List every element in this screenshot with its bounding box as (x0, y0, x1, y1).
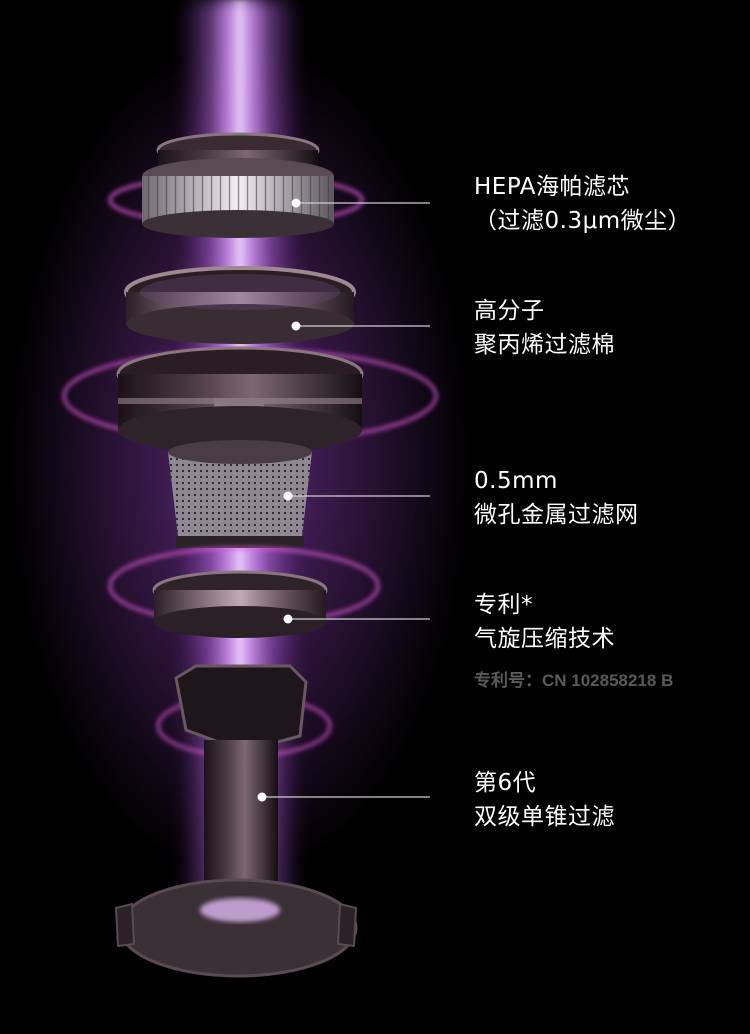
callout-hepa-title: HEPA海帕滤芯 (474, 174, 630, 200)
callout-polypropylene: 高分子 聚丙烯过滤棉 (474, 294, 615, 362)
metal-mesh-filter-part (62, 346, 438, 548)
callout-dot-1 (291, 198, 301, 208)
callout-cone-detail: 双级单锥过滤 (474, 804, 615, 830)
callout-polypropylene-detail: 聚丙烯过滤棉 (474, 332, 615, 358)
callout-metal-mesh-title: 0.5mm (474, 468, 558, 494)
callout-dot-3 (283, 491, 293, 501)
base-plate-part (114, 878, 358, 978)
callout-cyclone: 专利* 气旋压缩技术 (474, 588, 615, 656)
callout-cyclone-detail: 气旋压缩技术 (474, 626, 615, 652)
callout-dot-4 (283, 614, 293, 624)
callout-cone-title: 第6代 (474, 770, 537, 796)
callout-hepa: HEPA海帕滤芯 （过滤0.3μm微尘） (474, 170, 691, 238)
hepa-filter-part (108, 132, 364, 238)
callout-metal-mesh: 0.5mm 微孔金属过滤网 (474, 464, 639, 532)
polypropylene-filter-part (124, 266, 356, 344)
callout-lines (257, 198, 430, 802)
callout-polypropylene-title: 高分子 (474, 298, 545, 324)
callout-metal-mesh-detail: 微孔金属过滤网 (474, 502, 639, 528)
callout-cyclone-title: 专利* (474, 592, 533, 618)
callout-dot-2 (291, 321, 301, 331)
patent-number: 专利号：CN 102858218 B (474, 671, 674, 690)
callout-hepa-detail: （过滤0.3μm微尘） (474, 208, 692, 234)
cyclone-part (108, 546, 380, 638)
callout-dot-5 (257, 792, 267, 802)
callout-cone: 第6代 双级单锥过滤 (474, 766, 615, 834)
